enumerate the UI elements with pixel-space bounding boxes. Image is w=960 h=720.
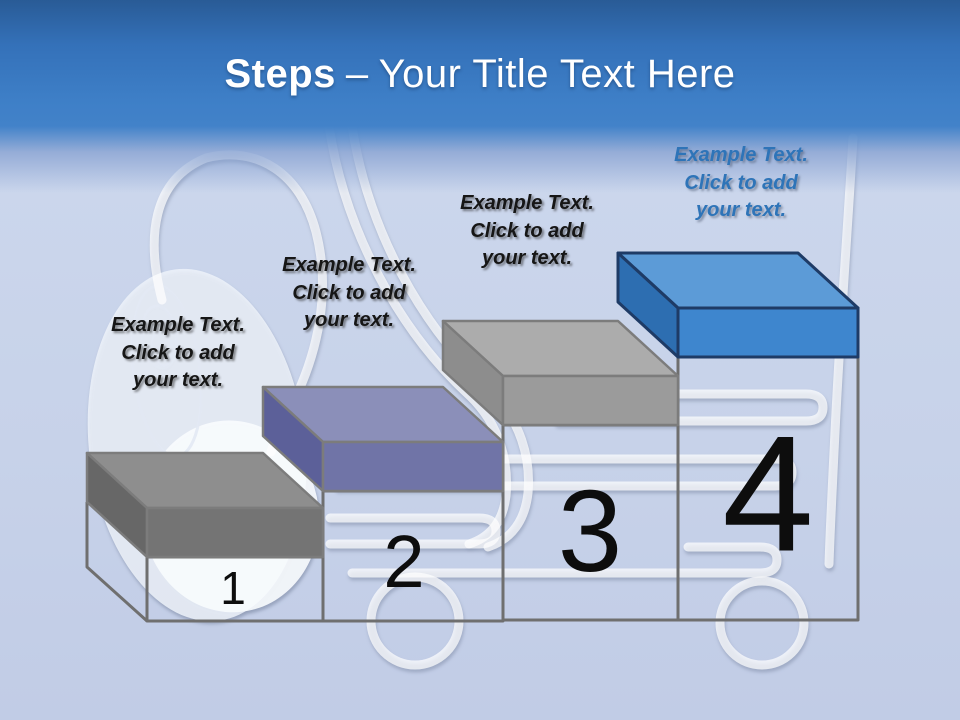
- title-keyword: Steps: [224, 52, 336, 96]
- step-number-3: 3: [557, 466, 623, 596]
- step-box-3: [441, 319, 680, 427]
- step-number-4: 4: [722, 401, 814, 586]
- step-box-4: [616, 251, 860, 359]
- step-number-1: 1: [220, 562, 246, 614]
- step-caption-3[interactable]: Example Text. Click to add your text.: [460, 192, 594, 269]
- step-caption-4[interactable]: Example Text. Click to add your text.: [674, 144, 808, 221]
- title-placeholder-text: Your Title Text Here: [378, 52, 736, 96]
- title-separator: –: [345, 52, 369, 96]
- step-box-2: [261, 385, 505, 493]
- step-number-2: 2: [383, 520, 425, 603]
- slide-title[interactable]: Steps–Your Title Text Here: [0, 50, 960, 98]
- step-caption-1[interactable]: Example Text. Click to add your text.: [111, 314, 245, 391]
- header-band: [0, 0, 960, 195]
- step-box-1: [85, 451, 325, 559]
- step-caption-2[interactable]: Example Text. Click to add your text.: [282, 254, 416, 331]
